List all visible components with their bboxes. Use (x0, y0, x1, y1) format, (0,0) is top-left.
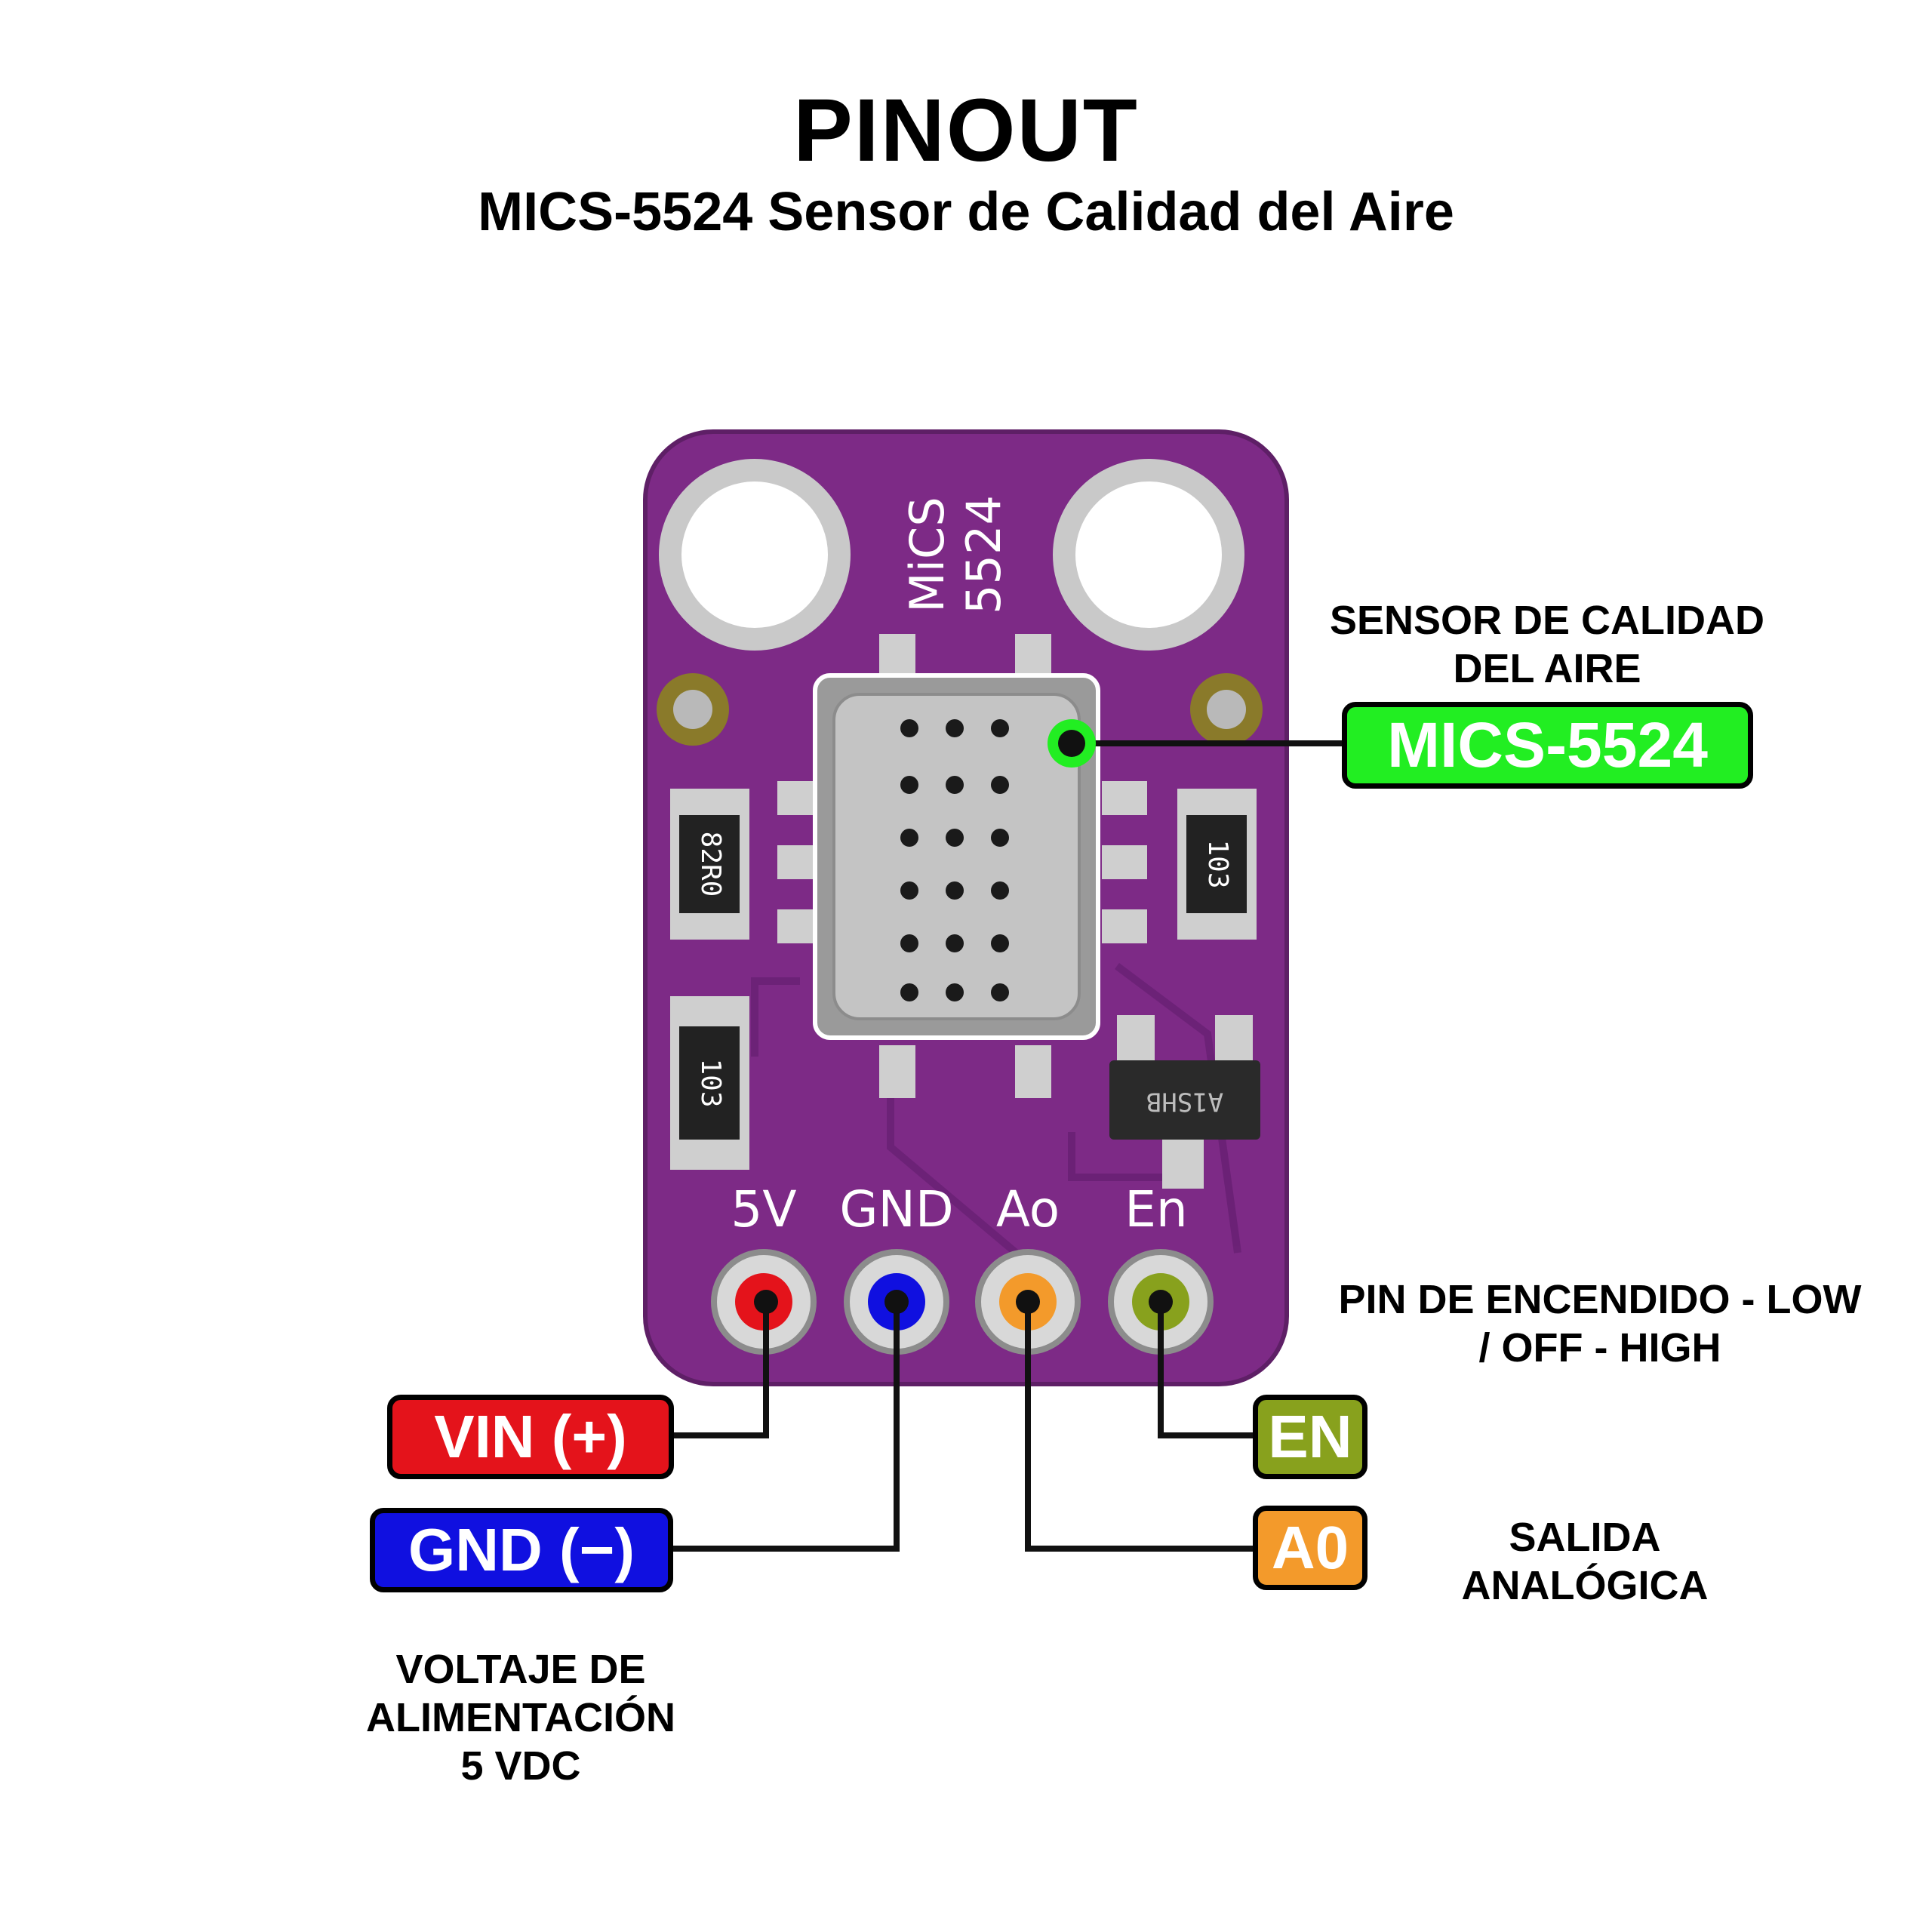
resistor-right: 103 (1177, 789, 1257, 940)
leader-ao (1025, 1302, 1257, 1552)
diagram-subtitle: MICS-5524 Sensor de Calidad del Aire (478, 182, 1454, 242)
silk-pin-en: En (1124, 1180, 1188, 1238)
silk-pin-ao: Ao (996, 1180, 1060, 1238)
silk-pin-gnd: GND (839, 1180, 953, 1238)
svg-text:103: 103 (695, 1058, 726, 1107)
label-en: EN (1253, 1395, 1367, 1479)
leader-vin (672, 1302, 769, 1438)
chip-silk-line2: 5524 (956, 495, 1011, 614)
label-sensor-mics: MICS-5524 (1342, 702, 1753, 789)
diagram-title: PINOUT (793, 81, 1139, 180)
mounting-hole-left (659, 459, 851, 651)
leader-en (1158, 1302, 1257, 1438)
sensor-marker-dot (1048, 719, 1096, 768)
sensor-vents (900, 719, 1009, 1001)
leader-gnd (672, 1302, 900, 1552)
note-en: PIN DE ENCENDIDO - LOW/ OFF - HIGH (1338, 1277, 1862, 1371)
resistor-left-top: 82R0 (670, 789, 749, 940)
label-a0: A0 (1253, 1506, 1367, 1590)
svg-text:A1SHB: A1SHB (1146, 1087, 1223, 1117)
label-gnd: GND (−) (370, 1508, 673, 1592)
transistor: A1SHB (1109, 1015, 1260, 1189)
svg-text:82R0: 82R0 (695, 832, 726, 897)
label-vin: VIN (+) (387, 1395, 674, 1479)
resistor-left-bottom: 103 (670, 996, 749, 1170)
chip-silk-line1: MiCS (900, 497, 955, 612)
mounting-hole-right (1053, 459, 1244, 651)
svg-text:103: 103 (1202, 839, 1233, 888)
sensor-chip (832, 693, 1081, 1020)
silk-pin-5v: 5V (731, 1180, 796, 1238)
